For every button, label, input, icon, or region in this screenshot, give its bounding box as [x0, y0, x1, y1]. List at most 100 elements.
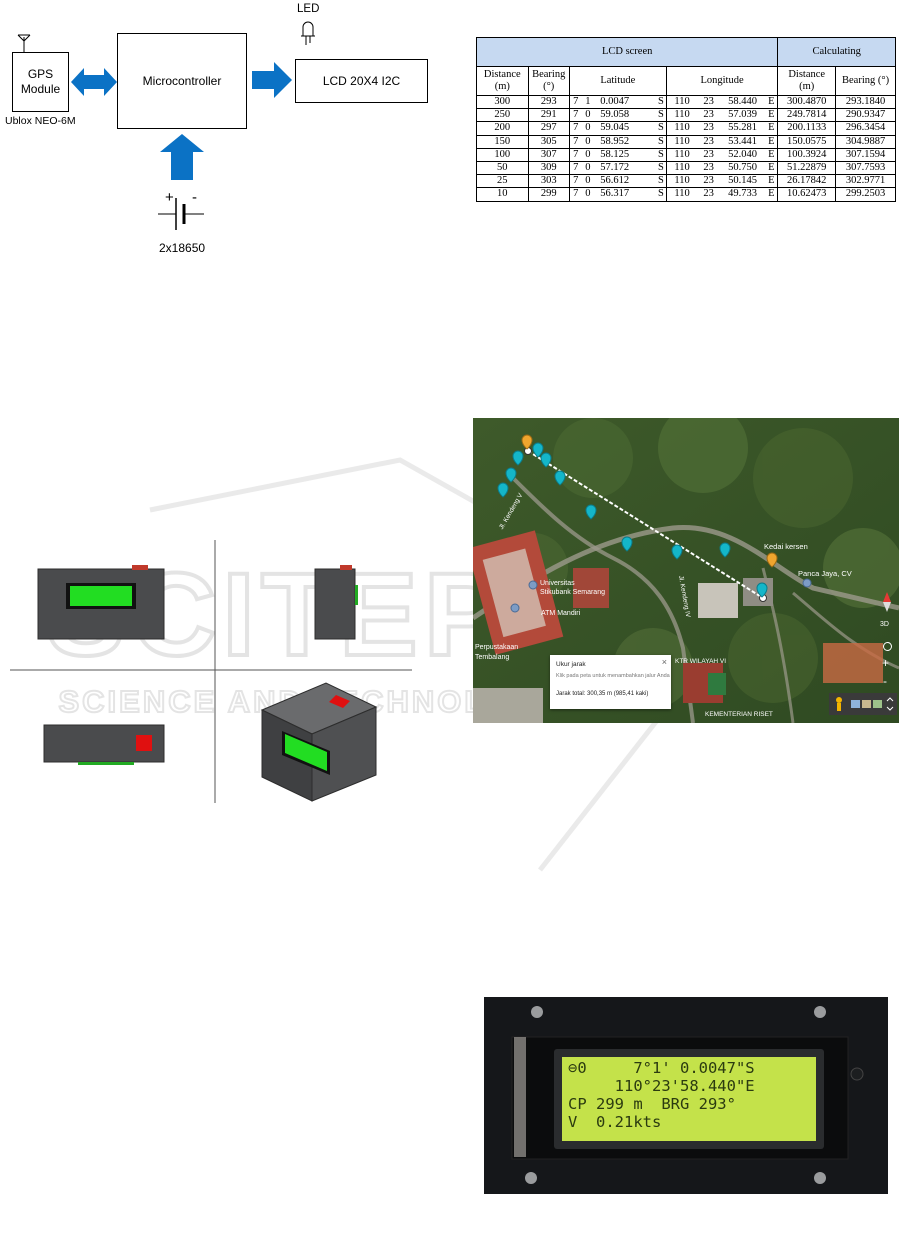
cell-distance: 100	[476, 147, 529, 162]
table-row: 10 299 7 0 56.317 S 110 23 49.733 E 10.6…	[476, 187, 896, 202]
cell-lat-min: 0	[581, 147, 595, 162]
cell-lat-sec: 58.952	[594, 134, 636, 149]
antenna-icon	[17, 34, 31, 53]
cell-calc-bearing: 307.1594	[835, 147, 896, 162]
zoom-in-button[interactable]: +	[882, 656, 890, 670]
cell-lat-min: 0	[581, 121, 595, 136]
map-label-univ2: Stikubank Semarang	[540, 589, 605, 596]
cell-lat-sec: 0.0047	[594, 94, 636, 110]
cell-lat-sec: 56.612	[594, 174, 636, 189]
col-distance: Distance (m)	[476, 66, 529, 96]
cell-calc-bearing: 296.3454	[835, 121, 896, 136]
cell-lon-min: 23	[697, 187, 720, 202]
map-label-perpus2: Tembalang	[475, 654, 510, 661]
col-latitude: Latitude	[568, 66, 667, 96]
cell-lat-hemi: S	[635, 134, 667, 149]
table-row: 200 297 7 0 59.045 S 110 23 55.281 E 200…	[476, 121, 896, 136]
cell-distance: 300	[476, 94, 529, 110]
cell-lat-sec: 59.058	[594, 108, 636, 123]
cell-lat-deg: 7	[568, 134, 582, 149]
cell-bearing: 299	[527, 187, 570, 202]
gps-caption: Ublox NEO-6M	[5, 115, 76, 127]
cell-lon-hemi: E	[765, 174, 779, 189]
popup-title: Ukur jarak	[556, 661, 586, 668]
cell-lon-hemi: E	[765, 94, 779, 110]
lcd-box: LCD 20X4 I2C	[295, 59, 428, 103]
cell-lat-hemi: S	[635, 108, 667, 123]
cell-distance: 10	[476, 187, 529, 202]
arrow-right-icon	[252, 62, 292, 98]
cell-calc-distance: 300.4870	[777, 94, 837, 110]
cell-lat-min: 0	[581, 134, 595, 149]
col-bearing: Bearing (°)	[527, 66, 570, 96]
col-calc-bearing: Bearing (°)	[835, 66, 896, 96]
zoom-out-button[interactable]: -	[883, 674, 887, 688]
map-markers	[497, 434, 812, 613]
cell-calc-distance: 249.7814	[777, 108, 837, 123]
cell-lat-min: 0	[581, 187, 595, 202]
lcd-photo: ⊖0 7°1' 0.0047"S 110°23'58.440"E CP 299 …	[484, 997, 888, 1194]
cell-lon-sec: 50.750	[719, 160, 766, 176]
cell-lon-hemi: E	[765, 147, 779, 162]
cell-bearing: 307	[527, 147, 570, 162]
map-label-panca: Panca Jaya, CV	[798, 569, 852, 578]
led-label: LED	[297, 3, 320, 15]
cell-lat-deg: 7	[568, 121, 582, 136]
lcd-line-4: V 0.21kts	[568, 1113, 662, 1131]
my-location-icon[interactable]	[883, 642, 892, 651]
cell-lon-hemi: E	[765, 108, 779, 123]
street-view-bar[interactable]	[829, 693, 897, 715]
lcd-line-2: 110°23'58.440"E	[568, 1077, 755, 1095]
3d-toggle-button[interactable]: 3D	[880, 621, 889, 628]
table-row: 150 305 7 0 58.952 S 110 23 53.441 E 150…	[476, 134, 896, 149]
cell-calc-distance: 10.62473	[777, 187, 837, 202]
satellite-map[interactable]: Kedai kersen Panca Jaya, CV Universitas …	[473, 418, 899, 723]
cell-lon-deg: 110	[665, 134, 698, 149]
led-icon	[301, 21, 315, 45]
cell-lon-sec: 49.733	[719, 187, 766, 202]
map-label-ktr: KTR WILAYAH VI	[675, 658, 727, 665]
microcontroller-box: Microcontroller	[117, 33, 247, 129]
map-label-perpus1: Perpustakaan	[475, 644, 519, 651]
cell-lon-sec: 57.039	[719, 108, 766, 123]
enclosure-drawing	[10, 540, 412, 803]
cell-calc-bearing: 302.9771	[835, 174, 896, 189]
battery-label: 2x18650	[159, 241, 206, 255]
cell-lat-deg: 7	[568, 187, 582, 202]
cell-calc-bearing: 304.9887	[835, 134, 896, 149]
popup-hint: Klik pada peta untuk menambahkan jalur A…	[556, 673, 670, 679]
cell-calc-bearing: 299.2503	[835, 187, 896, 202]
cell-lon-hemi: E	[765, 160, 779, 176]
gps-test-table: LCD screen Calculating Distance (m) Bear…	[475, 37, 896, 202]
table-row: 25 303 7 0 56.612 S 110 23 50.145 E 26.1…	[476, 174, 896, 189]
cell-bearing: 297	[527, 121, 570, 136]
cell-lat-hemi: S	[635, 160, 667, 176]
table-row: 50 309 7 0 57.172 S 110 23 50.750 E 51.2…	[476, 160, 896, 176]
cell-lat-hemi: S	[635, 147, 667, 162]
cell-distance: 25	[476, 174, 529, 189]
measure-distance-popup: Ukur jarak × Klik pada peta untuk menamb…	[550, 655, 671, 709]
cell-lon-min: 23	[697, 108, 720, 123]
cell-distance: 50	[476, 160, 529, 176]
cell-lon-min: 23	[697, 174, 720, 189]
map-label-univ1: Universitas	[540, 580, 575, 587]
bidirectional-arrow-icon	[71, 68, 117, 96]
cell-bearing: 305	[527, 134, 570, 149]
cell-calc-distance: 51.22879	[777, 160, 837, 176]
lcd-line-3: CP 299 m BRG 293°	[568, 1095, 736, 1113]
cell-lat-hemi: S	[635, 94, 667, 110]
cell-lat-hemi: S	[635, 174, 667, 189]
close-icon[interactable]: ×	[661, 657, 667, 667]
cell-lon-min: 23	[697, 94, 720, 110]
table-row: 250 291 7 0 59.058 S 110 23 57.039 E 249…	[476, 108, 896, 123]
compass-icon[interactable]	[878, 591, 896, 613]
map-label-kedai: Kedai kersen	[764, 542, 808, 551]
cell-calc-distance: 200.1133	[777, 121, 837, 136]
cell-lon-min: 23	[697, 160, 720, 176]
cell-lat-deg: 7	[568, 174, 582, 189]
table-row: 100 307 7 0 58.125 S 110 23 52.040 E 100…	[476, 147, 896, 162]
cell-calc-distance: 26.17842	[777, 174, 837, 189]
cell-lat-min: 0	[581, 174, 595, 189]
col-calc-distance: Distance (m)	[777, 66, 837, 96]
cell-calc-distance: 100.3924	[777, 147, 837, 162]
